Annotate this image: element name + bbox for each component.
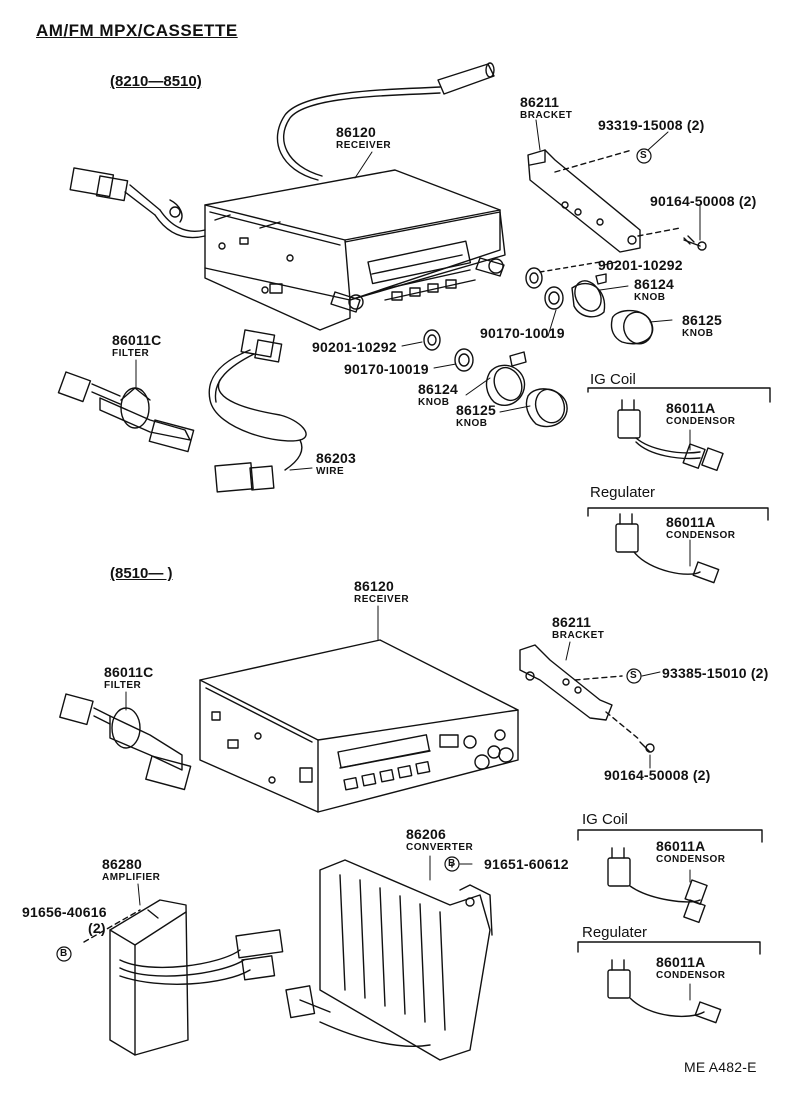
late-amplifier-bolt-label: 91656-40616 [22,904,107,920]
late-bracket-label: 86211 BRACKET [552,614,605,641]
late-regulater-condensor-label: 86011A CONDENSOR [656,954,726,981]
late-condensor-ig [577,829,763,924]
early-knob-right1-label: 86124 KNOB [634,276,674,303]
early-receiver-drawing [69,62,506,331]
page-title: AM/FM MPX/CASSETTE [36,21,238,40]
late-receiver-label: 86120 RECEIVER [354,578,410,605]
early-condensor-ig [587,387,771,472]
late-range-heading: (8510— ) [110,565,173,582]
late-receiver-drawing [199,639,519,813]
early-filter-label: 86011C FILTER [112,332,162,359]
early-regulater-heading: Regulater [590,484,656,501]
early-knob-right2-label: 86125 KNOB [682,312,722,339]
early-washer-left-label: 90201-10292 [312,339,397,355]
early-regulater-condensor-label: 86011A CONDENSOR [666,514,736,541]
late-converter-bolt-label: 91651-60612 [484,856,569,872]
early-receiver-label: 86120 RECEIVER [336,124,392,151]
late-amplifier-bolt-qty: (2) [88,920,106,936]
early-ig-coil-heading: IG Coil [590,371,636,388]
leader-lines [125,119,701,1001]
late-converter-drawing [285,859,493,1061]
early-filter-drawing [57,371,195,453]
early-bracket-label: 86211 BRACKET [520,94,573,121]
late-ig-condensor-label: 86011A CONDENSOR [656,838,726,865]
figure-code: ME A482-E [684,1059,757,1075]
early-wire-label: 86203 WIRE [316,450,356,477]
early-screw-b-label: 90164-50008 (2) [650,193,757,209]
early-knob-set-left [423,329,568,428]
late-filter-label: 86011C FILTER [104,664,154,691]
s-symbol-marks [626,148,652,684]
early-range-heading: (8210—8510) [110,73,202,90]
late-screw-b-label: 90164-50008 (2) [604,767,711,783]
late-bracket-drawing [519,644,655,753]
early-washer-right-label: 90201-10292 [598,257,683,273]
s-mark-late: S [630,670,638,681]
late-converter-label: 86206 CONVERTER [406,826,474,853]
early-ig-condensor-label: 86011A CONDENSOR [666,400,736,427]
late-amplifier-drawing [83,899,284,1056]
late-amplifier-label: 86280 AMPLIFIER [102,856,161,883]
early-bracket-drawing [527,149,707,253]
early-knob-set-right [525,261,654,345]
late-condensor-regulater [577,941,761,1024]
late-regulater-heading: Regulater [582,924,648,941]
early-nut-right-label: 90170-10019 [480,325,565,341]
late-screw-a-label: 93385-15010 (2) [662,665,769,681]
b-mark-amplifier: B [60,948,68,959]
early-condensor-regulater [587,507,769,584]
early-screw-a-label: 93319-15008 (2) [598,117,705,133]
b-symbol-marks [56,856,460,962]
late-ig-coil-heading: IG Coil [582,811,628,828]
early-wire-drawing [208,329,307,493]
s-mark-early: S [640,150,648,161]
early-nut-left-label: 90170-10019 [344,361,429,377]
b-mark-converter: B [448,858,456,869]
early-knob-left2-label: 86125 KNOB [456,402,496,429]
early-knob-left1-label: 86124 KNOB [418,381,458,408]
late-filter-drawing [59,693,192,791]
